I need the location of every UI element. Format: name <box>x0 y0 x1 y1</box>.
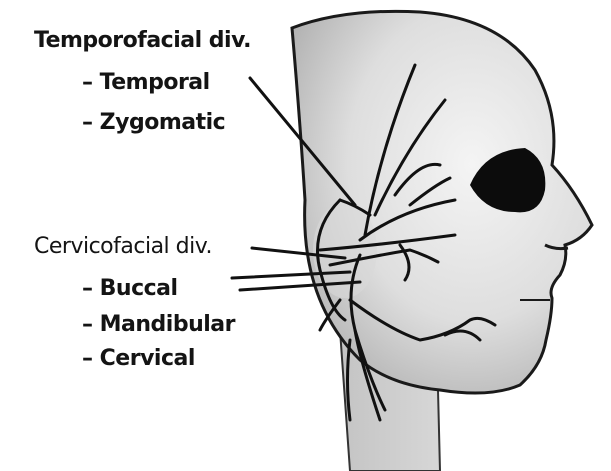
mandibular-branch-label: – Mandibular <box>82 312 235 338</box>
temporofacial-division-label: Temporofacial div. <box>34 28 251 54</box>
cervicofacial-division-label: Cervicofacial div. <box>34 234 212 260</box>
temporal-branch-label: – Temporal <box>82 70 210 96</box>
cervical-branch-label: – Cervical <box>82 346 195 372</box>
buccal-branch-label: – Buccal <box>82 276 178 302</box>
zygomatic-branch-label: – Zygomatic <box>82 110 225 136</box>
